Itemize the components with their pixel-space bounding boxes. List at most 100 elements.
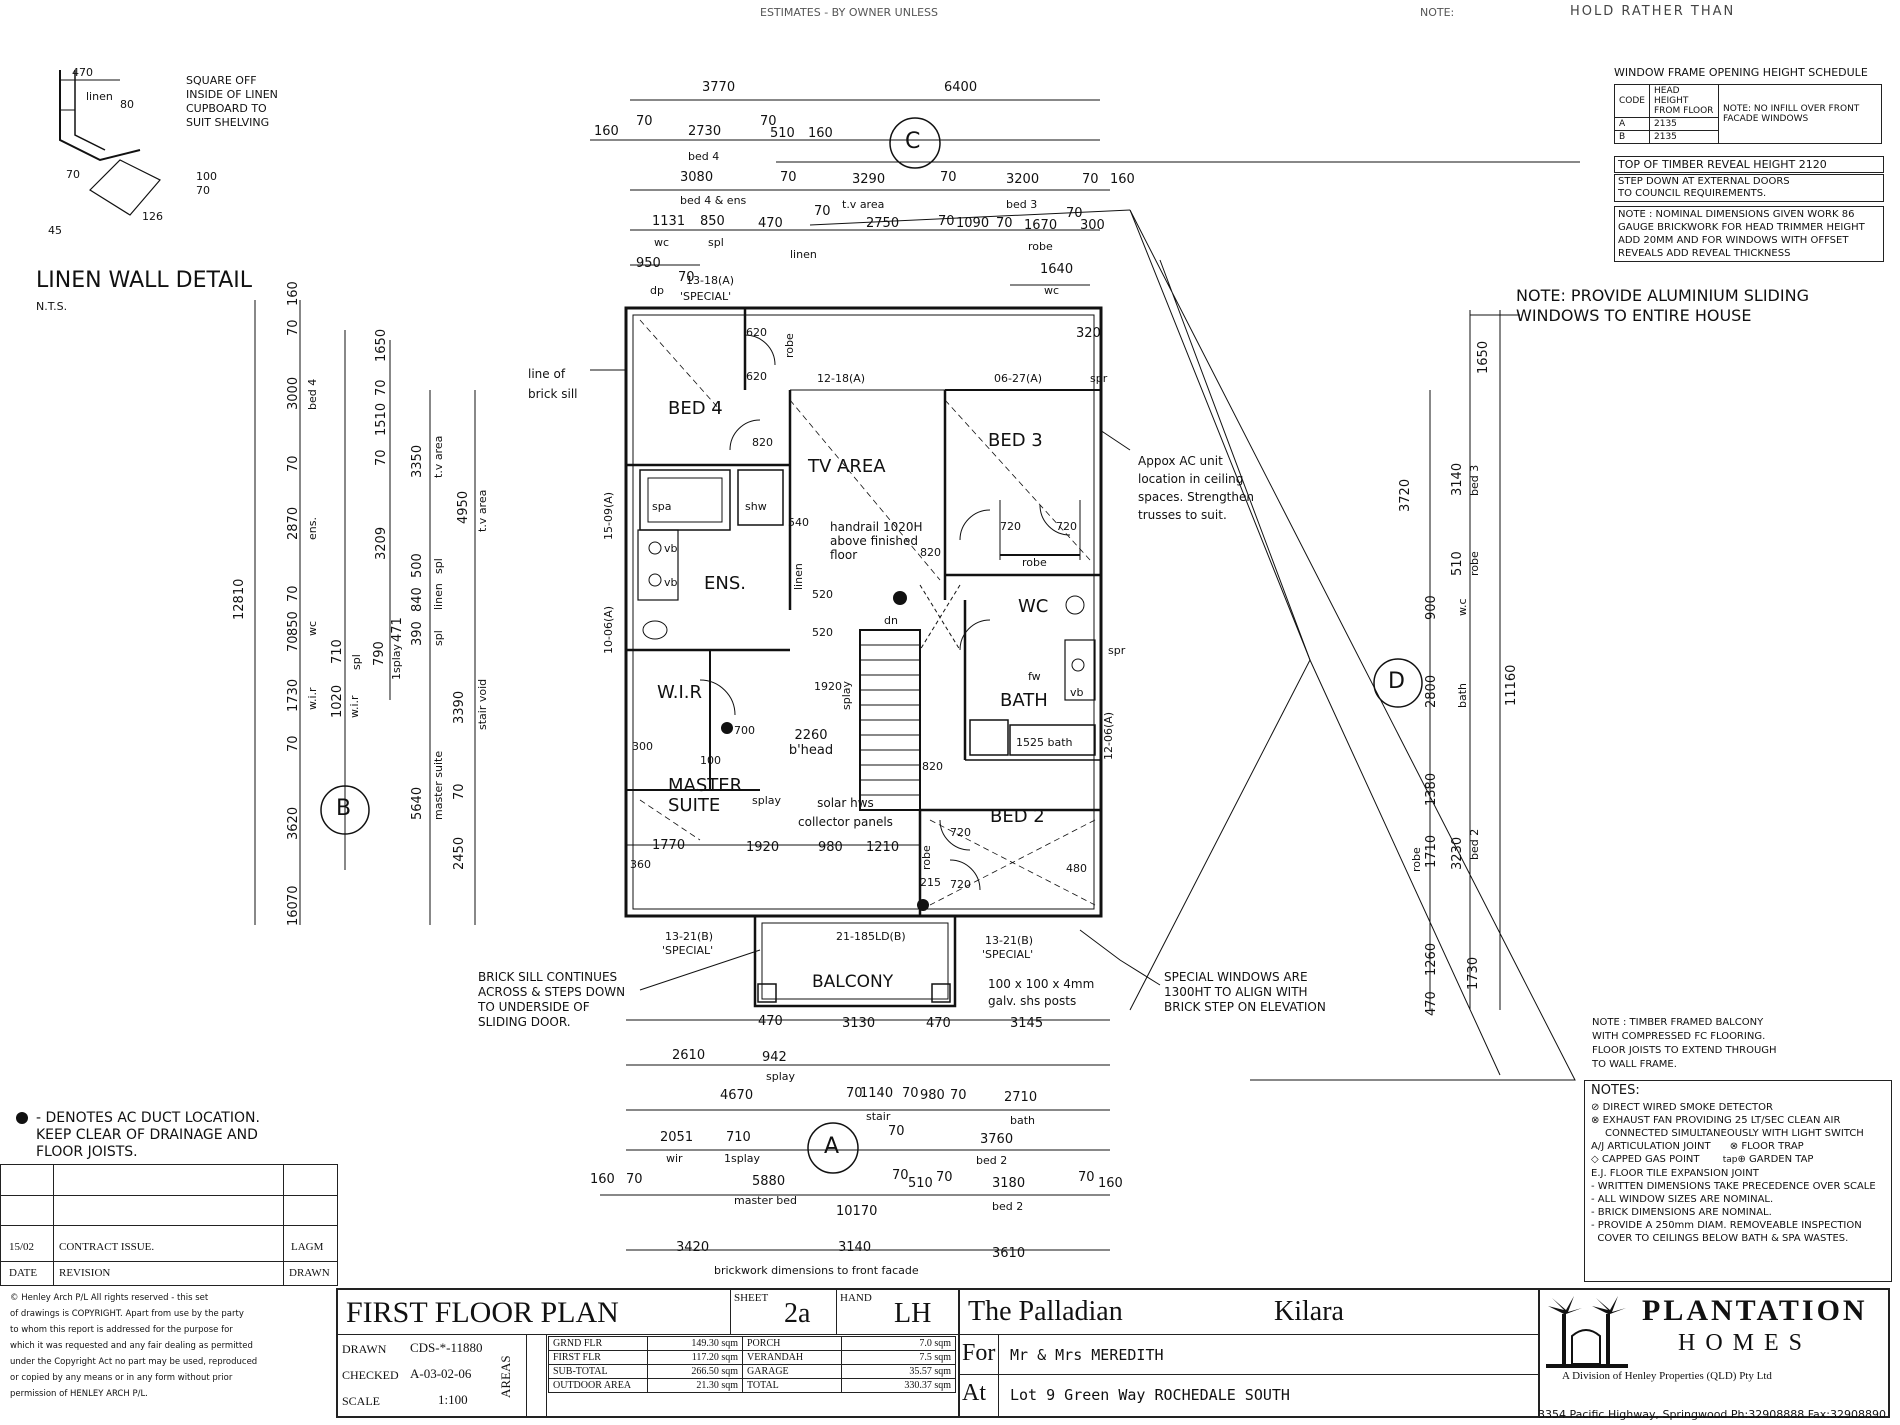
left-dim: 160 xyxy=(286,281,301,306)
right-dim: 900 xyxy=(1424,595,1439,620)
bottom-dim: 70 xyxy=(1078,1170,1095,1185)
label-vb: vb xyxy=(664,576,678,589)
handrail-line: above finished xyxy=(830,534,918,548)
left-dim-label: linen xyxy=(432,583,445,610)
drawn-value: CDS-*-11880 xyxy=(410,1340,483,1355)
linen-note-line: SQUARE OFF xyxy=(186,74,257,87)
top-dim: 70 xyxy=(996,216,1013,231)
top-dim: 160 xyxy=(1110,172,1135,187)
top-dim: 320 xyxy=(1076,326,1101,341)
copyright-line: or copied by any means or in any form wi… xyxy=(10,1373,233,1383)
size-label: 820 xyxy=(752,436,773,449)
bottom-dim: 942 xyxy=(762,1050,787,1065)
top-dim: 70 xyxy=(814,204,831,219)
size-label: 215 xyxy=(920,876,941,889)
note-line: FLOOR JOISTS TO EXTEND THROUGH xyxy=(1592,1045,1777,1056)
suburb-name: Kilara xyxy=(1274,1296,1344,1327)
ac-legend-line: KEEP CLEAR OF DRAINAGE AND xyxy=(36,1127,258,1143)
area-name: FIRST FLR xyxy=(548,1350,648,1365)
linen-label: linen xyxy=(86,90,113,103)
timber-balcony-note: NOTE : TIMBER FRAMED BALCONY WITH COMPRE… xyxy=(1592,1016,1777,1072)
left-dim-label: spl xyxy=(432,558,445,574)
copyright-notice: © Henley Arch P/L All rights reserved - … xyxy=(10,1290,257,1402)
label-robe: robe xyxy=(920,845,933,870)
label-fw: fw xyxy=(1028,670,1041,683)
window-code: 13-18(A) xyxy=(686,274,735,287)
floor-trap-icon: ⊗ xyxy=(1729,1141,1742,1152)
size-label: 300 xyxy=(632,740,653,753)
window-code: 13-21(B) xyxy=(985,934,1034,947)
sheet-label: SHEET xyxy=(734,1292,769,1304)
left-dim-label: w.i.r xyxy=(348,695,361,718)
note-line: BRICK SILL CONTINUES xyxy=(478,970,618,984)
label-vb: vb xyxy=(1070,686,1084,699)
top-dim-label: wc xyxy=(654,236,670,249)
copyright-line: under the Copyright Act no part may be u… xyxy=(10,1357,258,1367)
window-code: 06-27(A) xyxy=(994,372,1043,385)
balcony-dim: 470 xyxy=(758,1014,783,1029)
label-shw: shw xyxy=(745,500,767,513)
bottom-dim: 980 xyxy=(920,1088,945,1103)
left-dim: 3620 xyxy=(286,806,301,840)
note-line: NOTE : TIMBER FRAMED BALCONY xyxy=(1592,1017,1764,1028)
header-fragment-left: ESTIMATES - BY OWNER UNLESS xyxy=(760,6,939,19)
copyright-line: © Henley Arch P/L All rights reserved - … xyxy=(10,1293,209,1303)
left-dim: 70 xyxy=(286,885,301,902)
solar-line: collector panels xyxy=(798,815,893,829)
master-dim: 980 xyxy=(818,840,843,855)
note-item: ⊘ DIRECT WIRED SMOKE DETECTOR xyxy=(1591,1102,1773,1113)
right-dim: 3140 xyxy=(1450,462,1465,496)
bottom-dim: 2610 xyxy=(672,1048,706,1063)
copyright-line: which it was requested and any fair deal… xyxy=(10,1341,253,1351)
bottom-dim-label: stair xyxy=(866,1110,891,1123)
area-name: SUB-TOTAL xyxy=(548,1364,648,1379)
top-dim: 3290 xyxy=(852,172,886,187)
left-dim: 390 xyxy=(410,621,425,646)
linen-note-line: SUIT SHELVING xyxy=(186,116,270,129)
linen-note-line: CUPBOARD TO xyxy=(186,102,267,115)
window-code: 'SPECIAL' xyxy=(662,944,714,957)
brickwork-note: brickwork dimensions to front facade xyxy=(714,1264,919,1277)
site-address: Lot 9 Green Way ROCHEDALE SOUTH xyxy=(1010,1386,1290,1404)
right-dim: 1710 xyxy=(1424,834,1439,868)
ac-legend-line: - DENOTES AC DUCT LOCATION. xyxy=(36,1110,260,1126)
note-item: - BRICK DIMENSIONS ARE NOMINAL. xyxy=(1591,1207,1772,1218)
handrail-line: handrail 1020H xyxy=(830,520,923,534)
label-linen: linen xyxy=(790,248,817,261)
ac-legend-line: FLOOR JOISTS. xyxy=(36,1144,138,1160)
linen-dim: 45 xyxy=(48,224,62,237)
label-dn: dn xyxy=(884,614,898,627)
master-dim: 1210 xyxy=(866,840,900,855)
area-name: GRND FLR xyxy=(548,1336,648,1351)
size-label: 720 xyxy=(950,878,971,891)
note-item: - ALL WINDOW SIZES ARE NOMINAL. xyxy=(1591,1194,1774,1205)
bottom-dim-label: bath xyxy=(1010,1114,1036,1127)
smoke-detector-icon: ⊘ xyxy=(1591,1102,1603,1113)
bottom-dim: 70 xyxy=(902,1086,919,1101)
ac-duct-legend: - DENOTES AC DUCT LOCATION. KEEP CLEAR O… xyxy=(36,1110,260,1161)
label-spr: spr xyxy=(1108,644,1126,657)
left-dim: 1510 xyxy=(374,402,389,436)
label-robe: robe xyxy=(1022,556,1047,569)
left-dim: 70 xyxy=(286,585,301,602)
areas-label: AREAS xyxy=(498,1355,513,1398)
top-dim-label: dp xyxy=(650,284,664,297)
note-line: galv. shs posts xyxy=(988,994,1077,1008)
right-dim: 3720 xyxy=(1398,478,1413,512)
area-value: 117.20 sqm xyxy=(647,1350,743,1365)
size-label: 1920 xyxy=(814,680,842,693)
elevation-marker-d: D xyxy=(1388,669,1405,694)
size-label: 520 xyxy=(812,626,833,639)
left-dim: 3350 xyxy=(410,444,425,478)
left-dim-label: 1splay xyxy=(390,643,403,680)
top-dim: 850 xyxy=(700,214,725,229)
sheet-number: 2a xyxy=(784,1298,811,1329)
area-name: TOTAL xyxy=(742,1378,842,1393)
area-value: 21.30 sqm xyxy=(647,1378,743,1393)
bottom-dim: 4670 xyxy=(720,1088,754,1103)
room-balcony: BALCONY xyxy=(812,972,894,992)
note-item: - PROVIDE A 250mm DIAM. REMOVEABLE INSPE… xyxy=(1591,1220,1862,1231)
left-dim: 70 xyxy=(286,735,301,752)
left-dim: 790 xyxy=(372,641,387,666)
